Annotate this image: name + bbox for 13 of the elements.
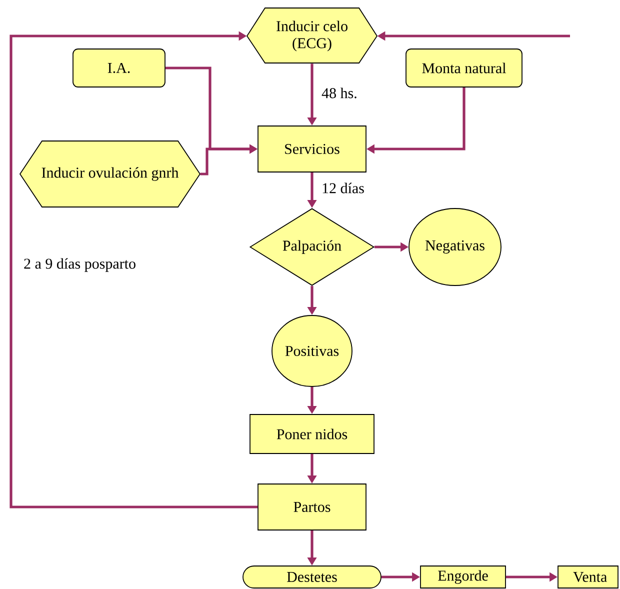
edge-label: 12 días: [322, 182, 364, 194]
process-box: Venta: [558, 566, 618, 588]
edge-label: 48 hs.: [322, 88, 356, 98]
edge-label: 2 a 9 días posparto: [24, 258, 136, 272]
ellipse-node: Negativas: [408, 208, 502, 286]
rounded-box: Monta natural: [406, 48, 522, 88]
arrow: [10, 31, 258, 508]
circle-node: Positivas: [272, 315, 352, 387]
rounded-box: I.A.: [72, 48, 166, 88]
process-box: Servicios: [258, 126, 366, 172]
process-box: Partos: [258, 484, 366, 530]
process-box: Poner nidos: [250, 414, 374, 454]
process-box: Engorde: [420, 566, 506, 588]
